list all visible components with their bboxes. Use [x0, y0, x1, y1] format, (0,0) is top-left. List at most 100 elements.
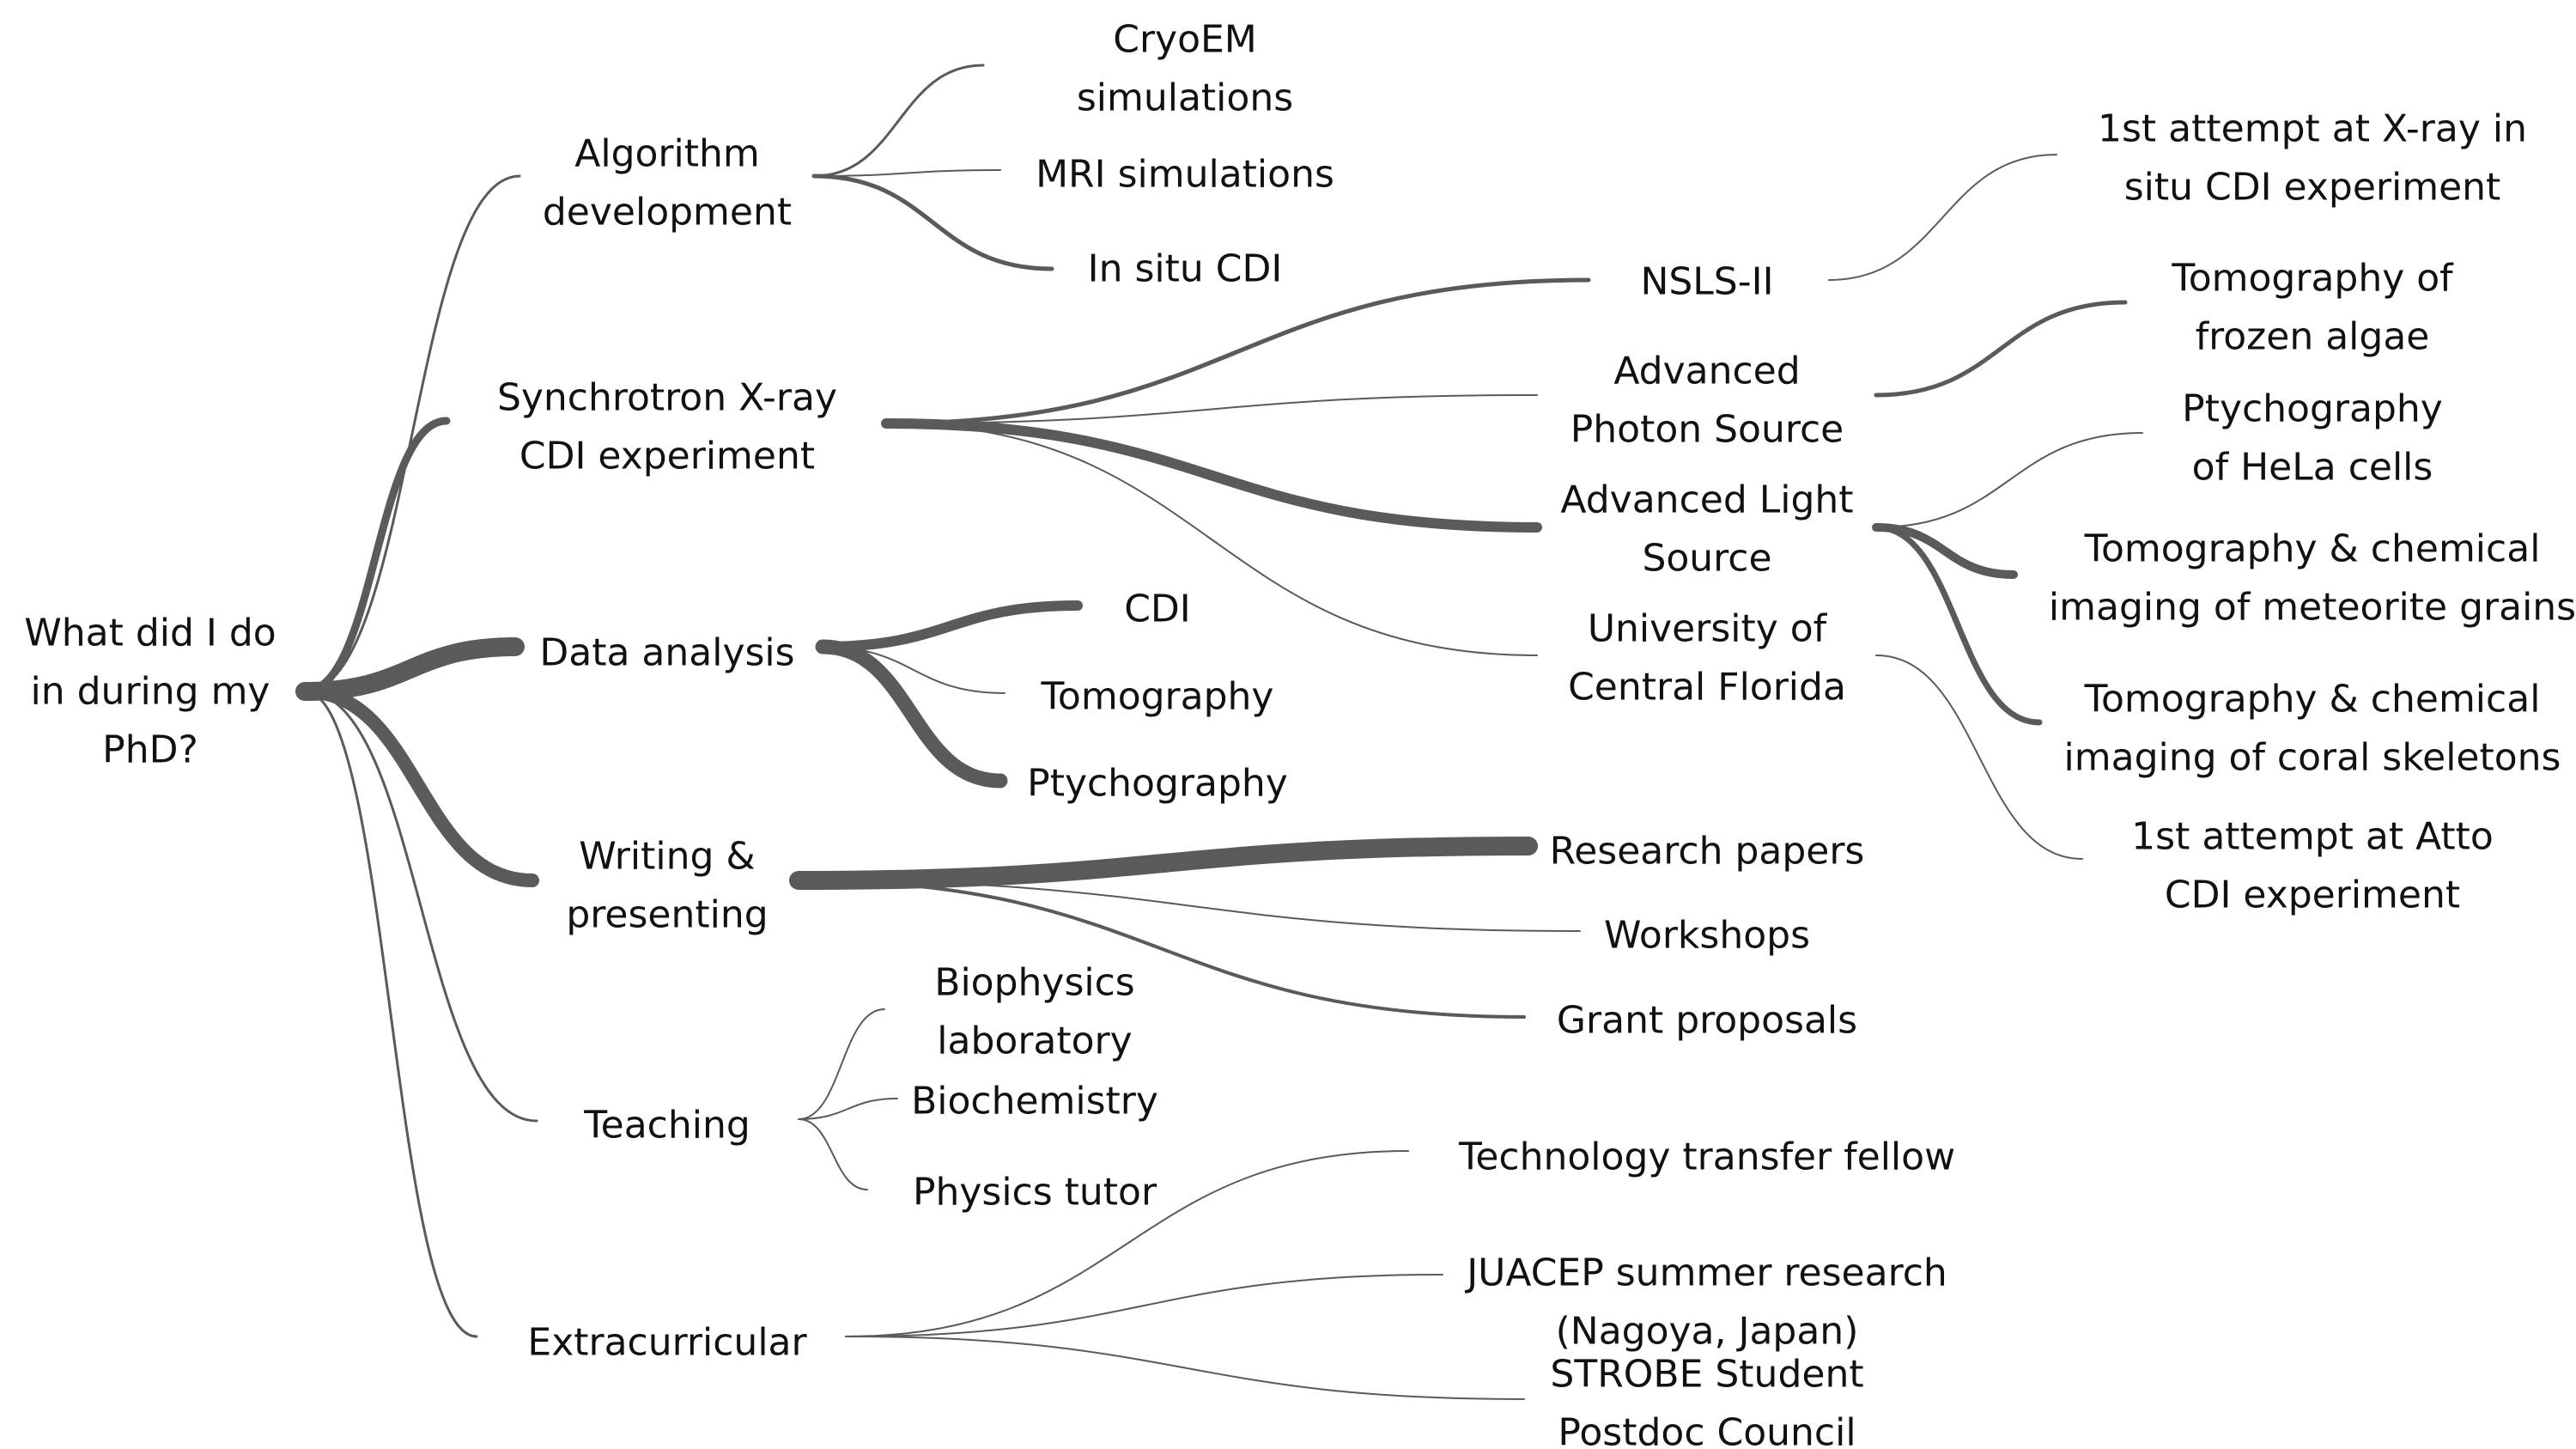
label-line: Photon Source	[1571, 408, 1844, 452]
node-label-writing: Writing & presenting	[566, 835, 768, 937]
node-label-als-1: Ptychography of HeLa cells	[2182, 387, 2443, 490]
connector-algorithm-to-mri	[813, 169, 1001, 177]
label-line: Ptychography	[2182, 387, 2443, 431]
label-line: Technology transfer fellow	[1458, 1135, 1955, 1179]
node-label-tomo: Tomography	[1041, 675, 1274, 719]
connector-synchrotron-to-aps	[885, 394, 1538, 424]
label-line: imaging of coral skeletons	[2064, 736, 2561, 780]
label-line: Advanced Light	[1560, 478, 1853, 522]
connector-teaching-to-biochem	[798, 1098, 898, 1120]
connector-extra-to-strobe	[845, 1336, 1525, 1400]
connector-writing-to-workshops	[798, 880, 1581, 932]
label-line: 1st attempt at X-ray in	[2098, 107, 2527, 151]
node-label-physics: Physics tutor	[913, 1171, 1157, 1215]
label-line: Biochemistry	[911, 1080, 1158, 1123]
node-label-als-3: Tomography & chemical imaging of coral sk…	[2064, 678, 2561, 780]
label-line: MRI simulations	[1036, 153, 1334, 197]
label-line: Central Florida	[1568, 666, 1846, 709]
node-label-als-2: Tomography & chemical imaging of meteorit…	[2049, 527, 2576, 630]
node-label-grants: Grant proposals	[1557, 999, 1857, 1043]
connector-writing-to-papers	[789, 837, 1538, 890]
label-line: frozen algae	[2196, 315, 2430, 359]
label-line: 1st attempt at Atto	[2131, 815, 2494, 859]
connector-root-to-extra	[303, 690, 478, 1338]
connector-root-to-writing	[298, 685, 539, 887]
node-label-mri: MRI simulations	[1036, 153, 1334, 197]
label-line: What did I do	[24, 612, 276, 655]
connector-algorithm-to-cryoem	[812, 64, 985, 178]
label-line: Research papers	[1550, 830, 1865, 874]
connector-als-to-als-3	[1873, 524, 2043, 726]
label-line: laboratory	[937, 1020, 1132, 1063]
label-line: Physics tutor	[913, 1171, 1157, 1215]
connector-writing-to-grants	[797, 879, 1526, 1019]
node-label-ptycho: Ptychography	[1027, 762, 1288, 806]
connector-synchrotron-to-nsls	[884, 277, 1591, 426]
label-line: Tomography & chemical	[2084, 678, 2541, 721]
connector-nsls-to-nsls-1	[1828, 154, 2057, 281]
node-label-papers: Research papers	[1550, 830, 1865, 874]
label-line: University of	[1588, 607, 1828, 651]
connector-algorithm-to-insitu	[811, 174, 1054, 271]
node-label-teaching: Teaching	[583, 1104, 750, 1148]
node-label-cdi: CDI	[1124, 588, 1191, 631]
label-line: CDI	[1124, 588, 1191, 631]
connector-synchrotron-to-als	[881, 418, 1542, 533]
label-line: Tomography	[1041, 675, 1274, 719]
node-label-aps-1: Tomography of frozen algae	[2171, 257, 2454, 359]
connector-root-to-synchrotron	[301, 417, 451, 696]
label-line: STROBE Student	[1550, 1353, 1863, 1397]
label-line: In situ CDI	[1088, 247, 1283, 291]
node-label-biochem: Biochemistry	[911, 1080, 1158, 1123]
label-line: Grant proposals	[1557, 999, 1857, 1043]
connector-aps-to-aps-1	[1874, 300, 2128, 398]
label-line: Source	[1642, 537, 1771, 581]
label-line: CDI experiment	[519, 435, 815, 478]
connector-extra-to-techtransfer	[845, 1150, 1409, 1337]
connector-extra-to-juacep	[845, 1274, 1443, 1337]
connector-data-to-ptycho	[815, 639, 1008, 788]
node-label-ucf: University of Central Florida	[1568, 607, 1846, 709]
label-line: Workshops	[1604, 914, 1810, 958]
label-line: Extracurricular	[527, 1321, 807, 1365]
label-line: Postdoc Council	[1558, 1411, 1856, 1449]
connector-root-to-data	[295, 637, 525, 701]
label-line: Teaching	[583, 1104, 750, 1148]
node-label-insitu: In situ CDI	[1088, 247, 1283, 291]
connector-layer	[295, 64, 2143, 1400]
label-line: (Nagoya, Japan)	[1556, 1310, 1859, 1354]
label-line: Synchrotron X-ray	[497, 376, 837, 420]
node-label-nsls: NSLS-II	[1640, 260, 1773, 304]
connector-teaching-to-biophys	[798, 1008, 885, 1120]
label-line: situ CDI experiment	[2124, 166, 2501, 210]
node-label-nsls-1: 1st attempt at X-ray in situ CDI experime…	[2098, 107, 2527, 210]
connector-synchrotron-to-ucf	[885, 423, 1538, 656]
label-line: Tomography of	[2171, 257, 2454, 301]
connector-root-to-algorithm	[303, 174, 521, 693]
label-line: presenting	[566, 893, 768, 937]
label-line: Data analysis	[539, 631, 794, 675]
label-line: Writing &	[579, 835, 755, 879]
label-line: CDI experiment	[2165, 874, 2460, 917]
label-line: simulations	[1077, 76, 1293, 120]
node-label-juacep: JUACEP summer research (Nagoya, Japan)	[1464, 1251, 1947, 1354]
label-line: Tomography & chemical	[2084, 527, 2541, 571]
label-line: PhD?	[102, 728, 198, 772]
label-line: of HeLa cells	[2192, 446, 2433, 490]
label-line: imaging of meteorite grains	[2049, 586, 2576, 630]
label-line: Advanced	[1613, 350, 1800, 393]
label-line: development	[543, 191, 792, 234]
label-line: NSLS-II	[1640, 260, 1773, 304]
label-line: JUACEP summer research	[1464, 1251, 1947, 1295]
node-label-extra: Extracurricular	[527, 1321, 807, 1365]
